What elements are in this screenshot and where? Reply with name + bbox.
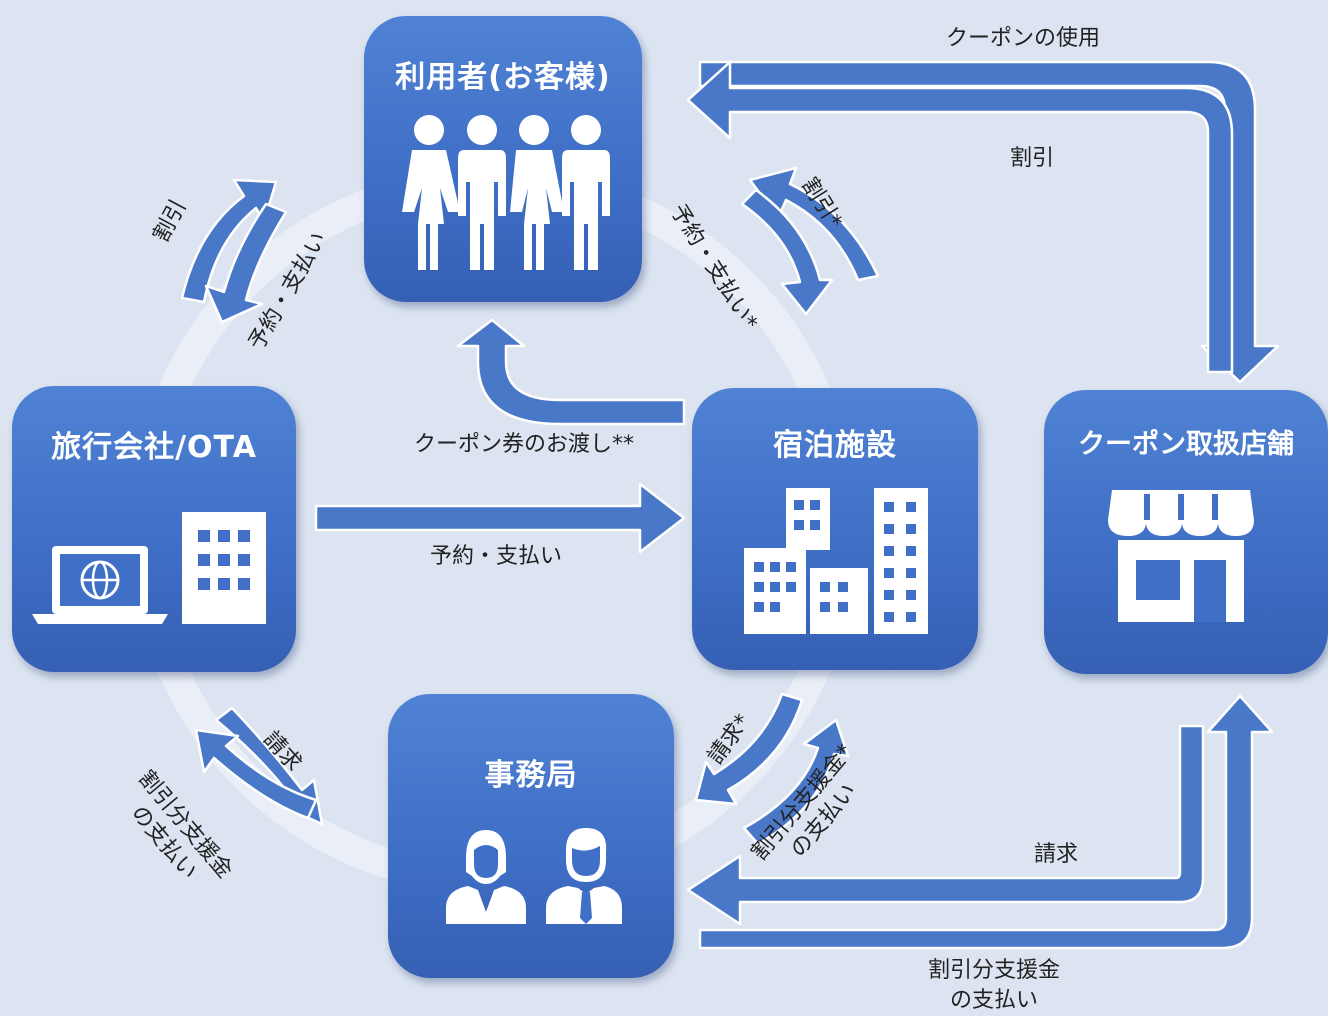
storefront-icon (1108, 490, 1254, 622)
arrow-store-subsidy (698, 694, 1274, 950)
staff-icon (446, 828, 622, 924)
node-coupon-store: クーポン取扱店舗 (1044, 390, 1328, 674)
node-secretariat: 事務局 (388, 694, 674, 978)
arrow-hotel-discount (748, 166, 880, 282)
arrow-agency-reserve-pay (204, 202, 288, 324)
arrow-agency-subsidy (194, 728, 318, 820)
label-store-subsidy-line2: の支払い (950, 988, 1039, 1013)
label-agency-to-hotel: 予約・支払い (430, 544, 563, 569)
arrow-hotel-subsidy (742, 718, 850, 846)
laptop-office-icon (32, 512, 266, 624)
label-store-claim: 請求 (1034, 842, 1079, 867)
arrow-hotel-reserve-pay (740, 188, 834, 316)
arrow-agency-to-hotel (314, 482, 686, 554)
node-travel-agency-title: 旅行会社/OTA (51, 430, 257, 465)
label-coupon-use: クーポンの使用 (946, 26, 1101, 51)
arrow-store-claim (686, 724, 1205, 926)
buildings-icon (744, 488, 928, 634)
label-coupon-handover: クーポン券のお渡し** (414, 432, 635, 457)
node-secretariat-title: 事務局 (484, 758, 578, 793)
arrow-agency-discount (180, 178, 278, 304)
node-hotel-title: 宿泊施設 (773, 428, 897, 463)
label-store-subsidy-line1: 割引分支援金 (928, 958, 1061, 983)
node-hotel: 宿泊施設 (692, 388, 978, 670)
arrow-hotel-claim (694, 692, 804, 806)
arrow-coupon-handover (456, 318, 686, 426)
label-store-discount: 割引 (1010, 146, 1055, 171)
node-user: 利用者(お客様) (364, 16, 642, 302)
node-coupon-store-title: クーポン取扱店舗 (1078, 429, 1294, 460)
label-store-subsidy: 割引分支援金 の支払い (928, 956, 1060, 1016)
arrow-store-discount (686, 60, 1234, 374)
people-group-icon (402, 115, 610, 270)
node-travel-agency: 旅行会社/OTA (12, 386, 296, 672)
node-user-title: 利用者(お客様) (395, 60, 611, 95)
